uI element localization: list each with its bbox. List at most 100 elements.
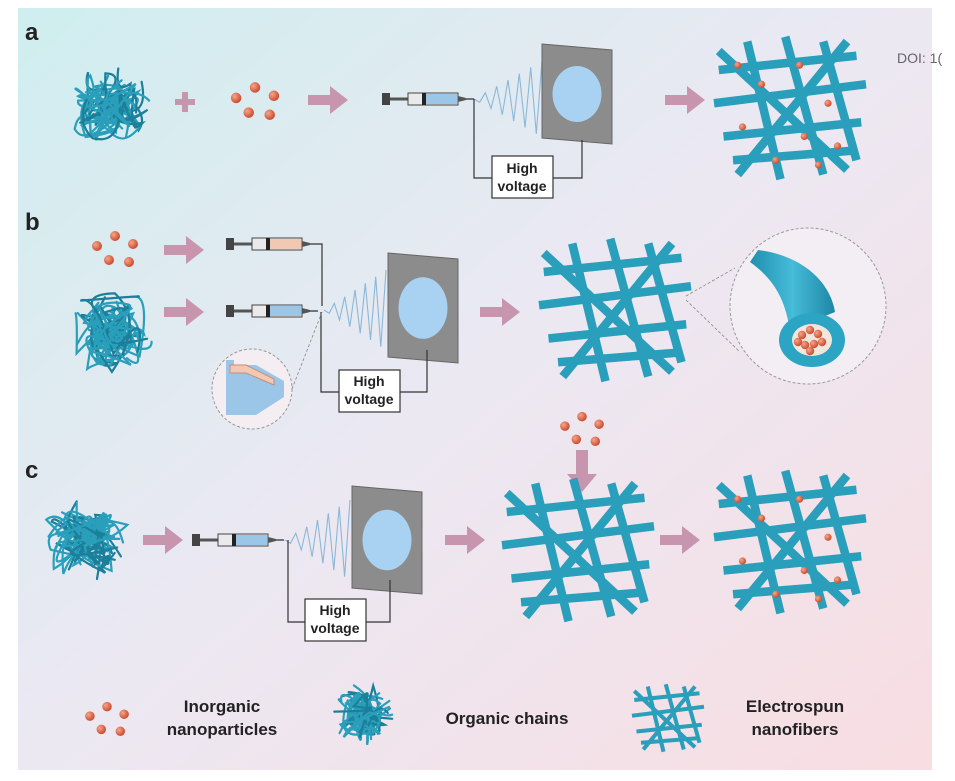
organic-chain (342, 699, 365, 741)
nanoparticle (817, 337, 827, 347)
syringe-tip (458, 96, 466, 102)
nanoparticle (814, 595, 823, 603)
nanofiber (636, 722, 702, 734)
organic-chain (354, 692, 381, 731)
panel-b-syringe-top (226, 237, 318, 251)
nanofiber (734, 38, 851, 178)
high-voltage-box-a: High voltage (491, 155, 554, 199)
nanoparticle (772, 590, 780, 598)
legend-nanofibers-line1: Electrospun (746, 697, 844, 716)
panel-c-organic-chains (44, 500, 130, 581)
nanofiber (503, 489, 638, 615)
nanofiber (501, 522, 655, 550)
syringe-tip (268, 537, 276, 543)
nanofiber (713, 514, 867, 542)
panel-b-nanofiber-mesh (538, 237, 692, 383)
panel-c-wire-left (287, 540, 305, 623)
nanoparticle (833, 142, 842, 150)
arrow-shape (665, 86, 705, 114)
syringe-rod (390, 97, 408, 101)
inset-pointer (291, 311, 323, 390)
syringe-piston (232, 534, 236, 546)
syringe-piston (422, 93, 426, 105)
legend-nanofibers-line2: nanofibers (752, 720, 839, 739)
nanofiber (715, 47, 850, 173)
panel-c-nanoparticles (560, 411, 604, 447)
nanoparticle (757, 514, 766, 522)
panel-label-a: a (25, 19, 39, 46)
legend-nanofibers-icon (631, 683, 705, 753)
panel-a-arrow-1 (308, 86, 348, 114)
nanofiber (559, 240, 676, 380)
panel-c-collector (351, 485, 423, 595)
nanoparticle (793, 337, 803, 347)
high-voltage-label-c-line1: High (319, 602, 350, 618)
syringe-rod (234, 309, 252, 313)
organic-chain (82, 301, 140, 350)
legend-chains-label: Organic chains (446, 709, 569, 728)
nanoparticle (795, 61, 804, 69)
panel-b-jet (323, 269, 387, 347)
plus-bar (182, 92, 188, 112)
arrow-shape (480, 298, 520, 326)
nanoparticle (800, 132, 808, 141)
syringe-solution (270, 239, 301, 249)
nanofiber (641, 685, 697, 751)
panel-c-nanofiber-mesh (501, 477, 655, 623)
wire (320, 312, 339, 393)
nanoparticle (128, 239, 138, 249)
high-voltage-label-a-line1: High (506, 160, 537, 176)
legend-nanoparticles-line1: Inorganic (184, 697, 261, 716)
panel-a-arrow-2 (665, 86, 705, 114)
nanoparticle (102, 701, 112, 712)
nanoparticle (92, 241, 102, 251)
nanofiber (663, 683, 686, 751)
nanoparticle (119, 709, 129, 719)
high-voltage-label-c-line2: voltage (310, 620, 359, 636)
nanoparticle (230, 92, 242, 104)
panel-a-wire-left (473, 99, 492, 179)
panel-a-nanofiber-mesh (713, 35, 867, 181)
nanoparticle (243, 107, 254, 118)
collector-disk (398, 277, 448, 339)
wire (400, 350, 428, 393)
nanoparticle (738, 123, 747, 131)
nanofiber (781, 469, 828, 610)
nanoparticle (738, 557, 747, 565)
nanoparticle (115, 726, 126, 737)
panel-b-syringe-bottom (226, 304, 318, 318)
nanofiber (715, 481, 850, 607)
syringe-plunger-cap (226, 238, 234, 250)
inset-pointer (685, 267, 736, 297)
syringe-solution (236, 535, 267, 545)
syringe-plunger-cap (226, 305, 234, 317)
nanoparticle (813, 329, 823, 339)
nanoparticle (104, 255, 114, 265)
organic-chain (342, 705, 391, 738)
nanoparticle (249, 82, 261, 93)
syringe-piston (266, 305, 270, 317)
diagram-artwork (44, 35, 887, 753)
high-voltage-label-b-line2: voltage (344, 391, 393, 407)
nanoparticle (594, 419, 604, 429)
nanoparticle (814, 161, 823, 169)
nozzle-inner (229, 364, 275, 386)
panel-c-decorated-mesh (713, 469, 867, 615)
panel-b-wire-right (400, 350, 428, 393)
organic-chain (93, 532, 116, 569)
nanofiber (743, 40, 785, 181)
syringe-rod (234, 242, 252, 246)
panel-c-wire-right (366, 580, 391, 623)
high-voltage-box-c: High voltage (304, 598, 367, 642)
panel-c-arrow-3 (660, 526, 700, 554)
fiber-shell (750, 250, 835, 330)
panel-c-arrow-2 (445, 526, 485, 554)
panel-a-organic-chains (73, 67, 151, 141)
nanoparticle (824, 99, 832, 107)
doi-text: DOI: 1( (897, 50, 942, 66)
panel-b-organic-chains (74, 292, 153, 374)
arrow-shape (445, 526, 485, 554)
panel-b-coaxial-nozzle-inset (211, 311, 323, 430)
legend-organic-chains-icon (333, 681, 394, 746)
nanoparticle (264, 109, 275, 120)
